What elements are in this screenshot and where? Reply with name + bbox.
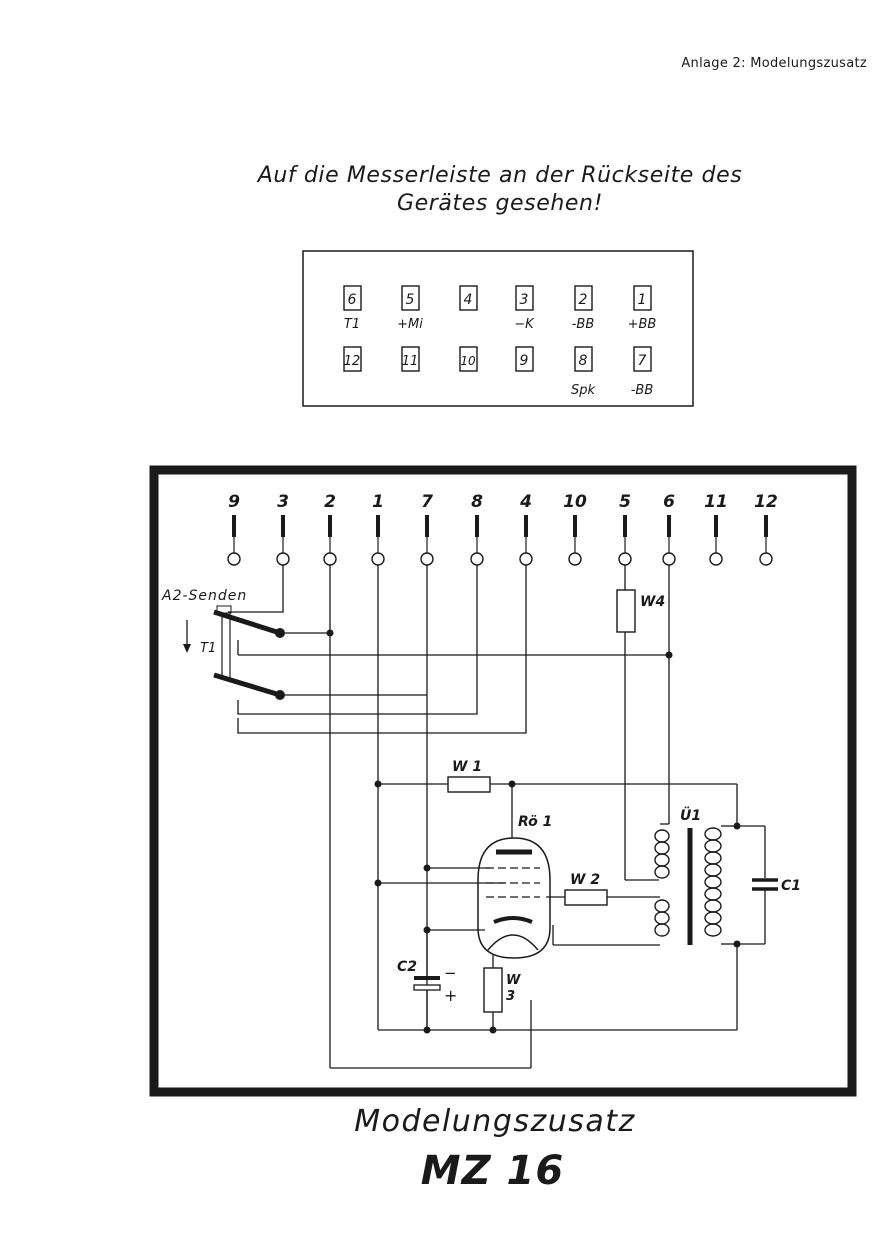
- connector-caption-line-1: Auf die Messerleiste an der Rückseite de…: [257, 163, 743, 188]
- transformer-u1: Ü1: [654, 806, 737, 945]
- connector-pin-4: 4: [459, 285, 478, 311]
- connector-pin-label: Spk: [571, 383, 596, 398]
- resistor-w4-label: W4: [640, 594, 665, 610]
- capacitor-c2: C2 − +: [397, 959, 457, 1005]
- terminal-label: 7: [421, 492, 433, 512]
- switch-a2-senden: A2-Senden T1: [161, 588, 285, 700]
- connector-pin-number: 4: [464, 292, 473, 308]
- schematic-terminals: 9 3 2 1 7 8 4 10 5 6 11 12: [227, 492, 778, 566]
- capacitor-c1: C1: [752, 878, 801, 894]
- schematic-wiring: [228, 565, 766, 1069]
- connector-pin-number: 8: [579, 353, 588, 369]
- connector-pin-label: +BB: [628, 317, 657, 332]
- connector-pin-6: 6 T1: [343, 285, 362, 332]
- terminal-label: 1: [372, 492, 384, 512]
- terminal-label: 8: [471, 492, 483, 512]
- connector-pin-label: -BB: [631, 383, 654, 398]
- connector-pin-number: 11: [402, 354, 419, 369]
- tube-roe1: Rö 1: [477, 814, 552, 959]
- connector-pin-number: 10: [460, 354, 476, 368]
- connector-pin-number: 1: [638, 292, 647, 308]
- schematic-frame: [149, 465, 857, 1097]
- terminal-label: 9: [228, 492, 240, 512]
- connector-pin-5: 5 +Mi: [397, 285, 423, 332]
- connector-frame: [302, 250, 694, 407]
- connector-pin-10: 10: [459, 346, 478, 372]
- terminal-label: 11: [704, 492, 728, 512]
- device-model: MZ 16: [420, 1148, 565, 1194]
- connector-pin-number: 9: [520, 353, 529, 369]
- terminal-label: 6: [663, 492, 675, 512]
- connector-caption-line-2: Gerätes gesehen!: [396, 191, 604, 216]
- terminal-label: 10: [563, 492, 587, 512]
- device-title: Modelungszusatz: [354, 1104, 636, 1139]
- page-header: Anlage 2: Modelungszusatz: [681, 56, 867, 71]
- terminal-label: 3: [277, 492, 289, 512]
- capacitor-c1-label: C1: [781, 878, 801, 894]
- resistor-w3-label: W: [506, 973, 521, 988]
- capacitor-c2-plus: +: [444, 986, 457, 1005]
- connector-pin-number: 12: [344, 354, 361, 369]
- terminal-label: 5: [619, 492, 631, 512]
- switch-label: A2-Senden: [161, 588, 247, 604]
- resistor-w1-label: W 1: [452, 759, 482, 775]
- resistor-w2-label: W 2: [570, 872, 600, 888]
- resistor-w1: W 1: [447, 759, 491, 793]
- connector-pin-label: −K: [514, 317, 535, 332]
- connector-pin-label: -BB: [572, 317, 595, 332]
- switch-t1-label: T1: [200, 641, 216, 656]
- connector-caption: Auf die Messerleiste an der Rückseite de…: [0, 162, 887, 218]
- connector-strip: 6 T1 5 +Mi 4 3 −K 2 -BB 1 +BB: [302, 250, 694, 407]
- connector-pin-1: 1 +BB: [628, 285, 657, 332]
- resistor-w3-number: 3: [506, 989, 515, 1004]
- transformer-label: Ü1: [680, 806, 701, 824]
- connector-pin-7: 7 -BB: [631, 346, 654, 398]
- junction-dots: [326, 629, 741, 1034]
- resistor-w3: W 3: [483, 967, 521, 1013]
- connector-pin-9: 9: [515, 346, 534, 372]
- connector-pin-number: 3: [520, 292, 529, 308]
- resistor-w4: W4: [616, 589, 665, 633]
- resistor-w2: W 2: [564, 872, 608, 906]
- connector-pin-8: 8 Spk: [571, 346, 596, 398]
- connector-pin-number: 5: [406, 292, 415, 308]
- connector-pin-label: T1: [344, 317, 360, 332]
- terminal-label: 12: [754, 492, 778, 512]
- connector-pin-3: 3 −K: [514, 285, 535, 332]
- terminal-label: 2: [324, 492, 336, 512]
- capacitor-c2-label: C2: [397, 959, 417, 975]
- connector-pin-number: 7: [638, 353, 647, 369]
- connector-pin-label: +Mi: [397, 317, 423, 332]
- connector-pin-11: 11: [401, 346, 420, 372]
- connector-pin-number: 6: [348, 292, 357, 308]
- tube-label: Rö 1: [518, 814, 552, 830]
- terminal-label: 4: [519, 492, 532, 512]
- capacitor-c2-minus: −: [444, 964, 457, 982]
- connector-pin-number: 2: [579, 292, 588, 308]
- connector-pin-12: 12: [343, 346, 362, 372]
- connector-pin-2: 2 -BB: [572, 285, 595, 332]
